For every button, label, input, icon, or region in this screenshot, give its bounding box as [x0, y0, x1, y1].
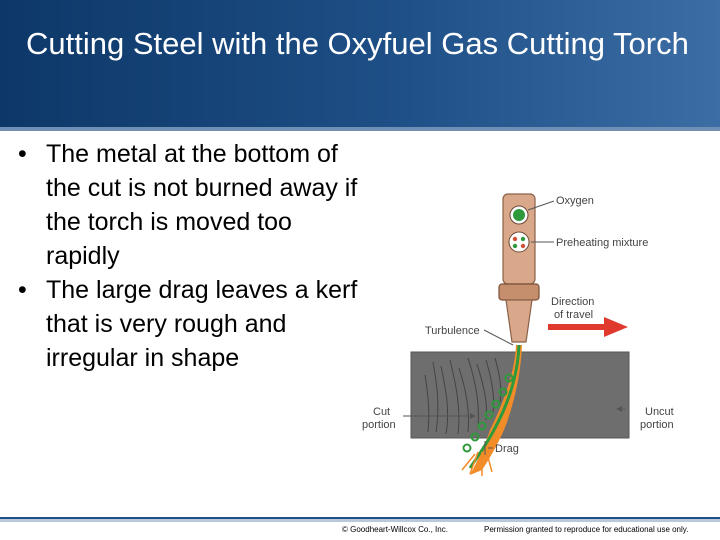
direction-arrow: [548, 317, 628, 337]
label-cut-line1: Cut: [373, 406, 390, 418]
oxygen-stream: [468, 344, 521, 469]
label-drag: Drag: [495, 443, 519, 455]
bullet-dot: •: [18, 276, 27, 304]
title-banner: [0, 0, 720, 127]
bullet-item: • The metal at the bottom of the cut is …: [18, 137, 358, 273]
label-uncut-line2: portion: [640, 419, 674, 431]
torch-tip: [498, 193, 540, 343]
footer-rule: [0, 517, 720, 519]
cut-face-drag-lines: [424, 357, 502, 435]
label-direction-line2: of travel: [554, 309, 593, 321]
bullet-dot: •: [18, 140, 27, 168]
label-direction-line1: Direction: [551, 296, 594, 308]
label-cut-line2: portion: [362, 419, 396, 431]
preheat-orifices: [508, 231, 530, 253]
turbulence-loops: [462, 373, 514, 453]
label-turbulence: Turbulence: [425, 325, 480, 337]
footer-permission: Permission granted to reproduce for educ…: [484, 525, 689, 534]
slide-title: Cutting Steel with the Oxyfuel Gas Cutti…: [26, 26, 689, 61]
title-divider: [0, 127, 720, 131]
footer-copyright: © Goodheart-Willcox Co., Inc.: [342, 525, 448, 534]
label-preheating: Preheating mixture: [556, 237, 648, 249]
footer-accent: [0, 519, 720, 522]
bullet-text: The large drag leaves a kerf that is ver…: [46, 276, 358, 372]
label-uncut-line1: Uncut: [645, 406, 674, 418]
spark-spray: [461, 449, 493, 476]
torch-cutting-diagram: Oxygen Preheating mixture Direction of t…: [362, 193, 674, 476]
bullet-list: • The metal at the bottom of the cut is …: [18, 137, 358, 375]
leader-lines: [403, 200, 625, 455]
bullet-item: • The large drag leaves a kerf that is v…: [18, 273, 358, 375]
bullet-text: The metal at the bottom of the cut is no…: [46, 140, 358, 270]
label-oxygen: Oxygen: [556, 195, 594, 207]
